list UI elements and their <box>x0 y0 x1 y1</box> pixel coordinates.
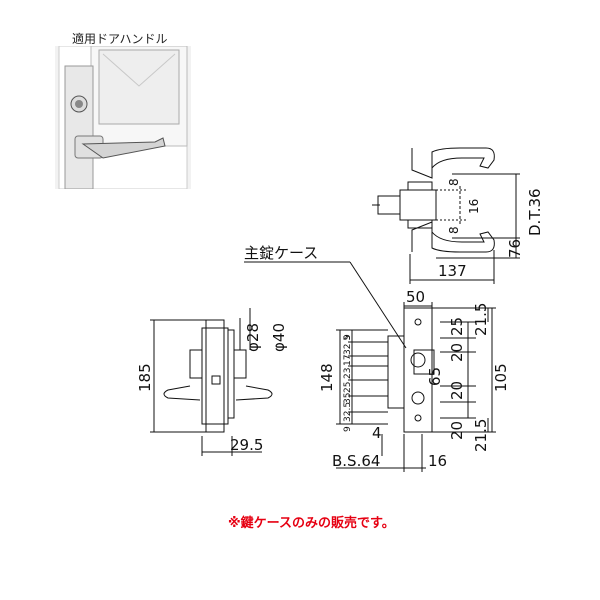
dim-front-r21-5b: 21.5 <box>472 419 490 452</box>
dim-front-35: 35 <box>343 393 353 404</box>
dim-front-16: 16 <box>428 452 447 470</box>
dim-top-16: 16 <box>467 199 481 214</box>
dim-front-r20b: 20 <box>448 381 466 400</box>
dim-front-r105: 105 <box>492 363 510 392</box>
door-handle-photo <box>55 45 191 190</box>
dim-top-137: 137 <box>438 262 467 280</box>
dim-front-32-5a: 32.5 <box>343 335 353 355</box>
dim-front-r21-5a: 21.5 <box>472 303 490 336</box>
main-case-label: 主錠ケース <box>244 244 318 262</box>
dim-front-r20c: 20 <box>448 421 466 440</box>
dim-top-8a: 8 <box>447 178 461 186</box>
dim-side-185: 185 <box>136 363 154 392</box>
dim-front-r25: 25 <box>448 317 466 336</box>
photo-caption: 適用ドアハンドル <box>72 32 168 46</box>
dim-front-148: 148 <box>318 363 336 392</box>
dim-front-17: 17 <box>343 355 353 366</box>
dim-front-23: 23 <box>343 368 353 379</box>
sales-note: ※鍵ケースのみの販売です。 <box>228 516 395 531</box>
dim-front-32-5b: 32.5 <box>343 402 353 422</box>
dim-top-76: 76 <box>506 239 524 258</box>
dim-front-50: 50 <box>406 288 425 306</box>
dim-top-8b: 8 <box>447 226 461 234</box>
dim-front-r65: 65 <box>426 367 444 386</box>
dim-front-bs64: B.S.64 <box>332 452 380 470</box>
top-view-handle <box>372 147 520 284</box>
dim-front-9a: 9 <box>343 334 353 340</box>
dim-side-29-5: 29.5 <box>230 436 263 454</box>
dim-side-phi40: φ40 <box>270 323 288 352</box>
dim-front-r20a: 20 <box>448 343 466 362</box>
front-view <box>336 302 496 472</box>
dim-top-dt36: D.T.36 <box>526 188 544 236</box>
dim-front-25: 25 <box>343 382 353 393</box>
dim-front-4: 4 <box>372 424 382 442</box>
side-view <box>150 308 273 456</box>
dim-front-9b: 9 <box>343 426 353 432</box>
dim-side-phi28: φ28 <box>244 323 262 352</box>
